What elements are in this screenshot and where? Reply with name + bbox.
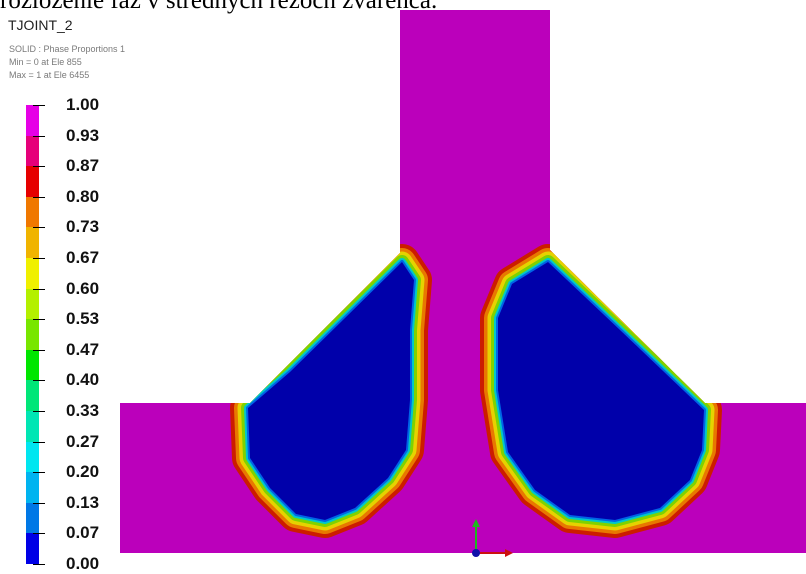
- legend-tick: [33, 319, 45, 321]
- legend-tick-label: 0.87: [66, 156, 100, 176]
- legend-tick-label: 0.80: [66, 186, 100, 206]
- legend-color-swatch: [26, 166, 39, 198]
- legend-tick: [33, 166, 45, 168]
- legend-color-swatch: [26, 349, 39, 381]
- min-value-label: Min = 0 at Ele 855: [9, 57, 82, 67]
- legend-color-swatch: [26, 258, 39, 290]
- legend-color-swatch: [26, 319, 39, 351]
- legend-color-swatch: [26, 227, 39, 259]
- legend-tick-label: 0.20: [66, 462, 100, 482]
- legend-color-swatch: [26, 502, 39, 534]
- legend-color-swatch: [26, 411, 39, 443]
- legend-tick-label: 0.13: [66, 492, 100, 512]
- axis-triad-icon: [472, 519, 513, 557]
- model-title: TJOINT_2: [8, 17, 73, 33]
- legend-tick: [33, 472, 45, 474]
- heat-affected-zone-bands: [230, 244, 722, 538]
- top-caption: rozloženie fáz v stredných rezoch zvaren…: [0, 0, 438, 14]
- legend-color-swatch: [26, 380, 39, 412]
- phase-core-region: [248, 262, 414, 520]
- legend-tick-label: 0.33: [66, 401, 100, 420]
- legend-tick: [33, 105, 45, 106]
- legend-tick-label: 0.27: [66, 431, 100, 451]
- legend-color-swatch: [26, 196, 39, 228]
- legend-color-swatch: [26, 105, 39, 137]
- legend-tick-label: 0.60: [66, 278, 100, 298]
- legend-color-swatch: [26, 533, 39, 565]
- color-legend-bar: [26, 105, 39, 565]
- legend-tick: [33, 349, 45, 351]
- legend-tick-label: 0.07: [66, 523, 100, 543]
- legend-tick-label: 1.00: [66, 95, 100, 114]
- legend-color-swatch: [26, 288, 39, 320]
- legend-tick: [33, 135, 45, 137]
- legend-tick-label: 0.73: [66, 217, 100, 237]
- legend-tick: [33, 564, 45, 565]
- legend-color-swatch: [26, 441, 39, 473]
- legend-tick: [33, 227, 45, 229]
- legend-tick: [33, 380, 45, 382]
- legend-tick-label: 0.53: [66, 309, 100, 329]
- legend-tick: [33, 533, 45, 535]
- legend-tick: [33, 411, 45, 412]
- legend-color-swatch: [26, 472, 39, 504]
- legend-tick: [33, 196, 45, 198]
- legend-tick: [33, 502, 45, 504]
- legend-tick-label: 0.67: [66, 248, 100, 267]
- legend-tick: [33, 441, 45, 443]
- legend-tick-label: 0.93: [66, 125, 100, 145]
- legend-tick: [33, 288, 45, 290]
- phase-core-region: [498, 262, 704, 520]
- legend-tick-label: 0.40: [66, 370, 100, 390]
- max-value-label: Max = 1 at Ele 6455: [9, 70, 90, 80]
- legend-color-swatch: [26, 135, 39, 167]
- legend-tick-label: 0.00: [66, 554, 100, 573]
- legend-tick: [33, 258, 45, 259]
- legend-tick-label: 0.47: [66, 339, 100, 359]
- result-type-label: SOLID : Phase Proportions 1: [9, 44, 126, 54]
